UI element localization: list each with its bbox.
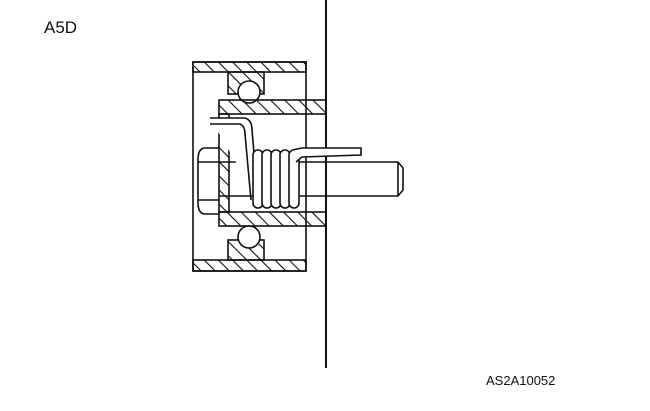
shaft — [219, 161, 404, 197]
inner-sleeve-top — [218, 99, 327, 115]
spring-arm-right — [291, 147, 362, 163]
figure-label: A5D — [44, 18, 78, 37]
figure-code: AS2A10052 — [486, 373, 556, 388]
inner-sleeve-bottom — [218, 211, 327, 227]
spring-arm-top — [210, 117, 259, 201]
bolt-head — [197, 147, 219, 215]
outer-race-bottom — [192, 259, 307, 272]
outer-race-top — [192, 61, 307, 73]
ball-bottom — [237, 225, 261, 249]
spring-coils — [252, 149, 300, 209]
